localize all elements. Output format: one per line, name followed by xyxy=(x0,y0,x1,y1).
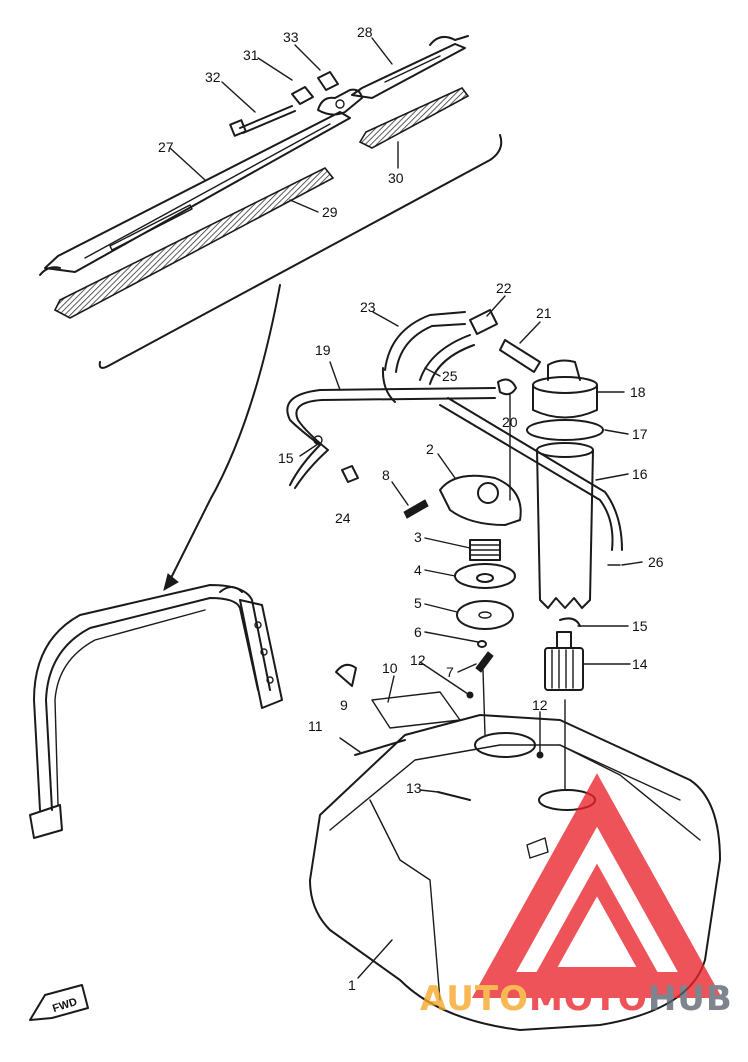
strap-27 xyxy=(39,111,351,276)
part-number-2: 2 xyxy=(426,441,434,457)
part-number-26: 26 xyxy=(648,554,664,570)
part-number-15-b: 15 xyxy=(632,618,648,634)
part-number-29: 29 xyxy=(322,204,338,220)
part-number-12-a: 12 xyxy=(410,652,426,668)
collar-31 xyxy=(291,86,314,105)
part-number-18: 18 xyxy=(630,384,646,400)
part-number-22: 22 xyxy=(496,280,512,296)
part-number-32: 32 xyxy=(205,69,221,85)
inset-arrow xyxy=(163,284,281,592)
hoses xyxy=(286,309,623,566)
o-ring-17 xyxy=(526,419,604,441)
part-number-31: 31 xyxy=(243,47,259,63)
fuel-filter-14 xyxy=(544,617,584,691)
filler-neck xyxy=(474,732,536,758)
part-number-9: 9 xyxy=(340,697,348,713)
part-number-12-b: 12 xyxy=(532,697,548,713)
plate-4 xyxy=(454,563,516,589)
part-number-33: 33 xyxy=(283,29,299,45)
leader-lines xyxy=(169,37,643,979)
gasket-5 xyxy=(456,600,514,630)
cover-18-top xyxy=(532,376,598,394)
part-number-20: 20 xyxy=(502,414,518,430)
part-number-1: 1 xyxy=(348,977,356,993)
part-number-11: 11 xyxy=(308,718,323,734)
assembled-strap xyxy=(29,584,283,839)
watermark-auto: AUTO xyxy=(420,979,529,1019)
clip-20 xyxy=(497,378,517,396)
watermark-moto: MOTO xyxy=(529,979,648,1019)
inset-border xyxy=(98,134,503,369)
gasket-10 xyxy=(371,691,461,729)
bolt-12-a xyxy=(466,691,474,699)
bolt-32 xyxy=(229,105,296,137)
part-number-10: 10 xyxy=(382,660,398,676)
part-number-7: 7 xyxy=(446,664,454,680)
washer-6 xyxy=(477,640,487,648)
clip-9 xyxy=(335,663,357,687)
part-number-25: 25 xyxy=(442,368,458,384)
part-number-23: 23 xyxy=(360,299,376,315)
part-number-30: 30 xyxy=(388,170,404,186)
spring-3 xyxy=(469,539,501,561)
part-number-17: 17 xyxy=(632,426,648,442)
nut-33 xyxy=(317,71,339,91)
part-number-6: 6 xyxy=(414,624,422,640)
part-number-15-a: 15 xyxy=(278,450,294,466)
bolt-11 xyxy=(354,739,406,756)
part-number-27: 27 xyxy=(158,139,174,155)
rubber-pad-29 xyxy=(53,166,335,319)
bolt-13 xyxy=(437,791,471,801)
automotohub-watermark: AUTOMOTOHUB xyxy=(420,773,733,1019)
fwd-arrow: FWD xyxy=(29,984,89,1021)
cap-assembly xyxy=(403,474,522,673)
bolt-12-b xyxy=(536,751,544,759)
hose-21 xyxy=(499,339,541,373)
filter-assembly xyxy=(526,359,604,609)
part-number-5: 5 xyxy=(414,595,422,611)
part-number-19: 19 xyxy=(315,342,331,358)
part-number-3: 3 xyxy=(414,529,422,545)
part-number-14: 14 xyxy=(632,656,648,672)
strap-28 xyxy=(351,35,469,99)
part-number-16: 16 xyxy=(632,466,648,482)
rubber-pad-30 xyxy=(358,87,470,149)
fuel-cap-2 xyxy=(439,474,522,526)
part-number-4: 4 xyxy=(414,562,422,578)
strainer-16 xyxy=(536,449,594,609)
screw-7 xyxy=(475,651,494,673)
part-number-13: 13 xyxy=(406,780,422,796)
cap-24 xyxy=(341,465,359,483)
part-number-labels: 33 31 32 28 27 30 29 23 22 21 19 25 18 2… xyxy=(158,24,664,993)
part-number-8: 8 xyxy=(382,467,390,483)
part-number-21: 21 xyxy=(536,305,552,321)
spring-8 xyxy=(403,499,429,519)
watermark-triangle-outer xyxy=(471,773,723,998)
joint-22 xyxy=(469,309,498,335)
strap-hinge xyxy=(317,88,363,116)
part-number-24: 24 xyxy=(335,510,351,526)
strap-inset xyxy=(39,35,503,369)
part-number-28: 28 xyxy=(357,24,373,40)
watermark-text: AUTOMOTOHUB xyxy=(420,979,733,1019)
watermark-triangle-inner xyxy=(530,863,664,983)
watermark-hub: HUB xyxy=(648,979,733,1019)
